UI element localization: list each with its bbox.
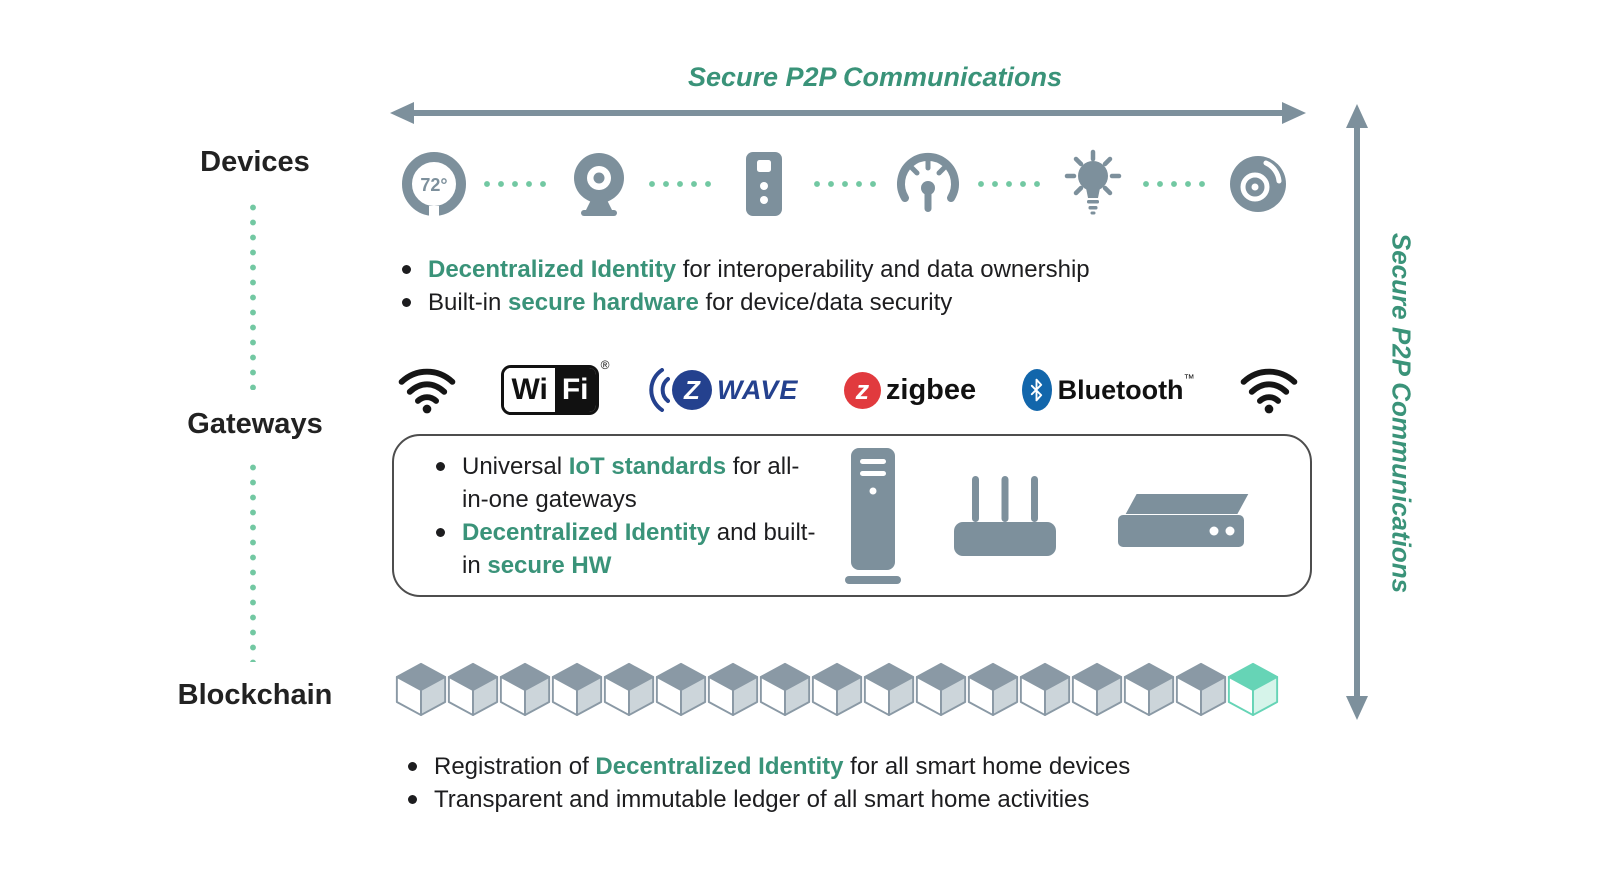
server-tower-icon: [728, 148, 800, 220]
bullet-text: Transparent and immutable ledger of all …: [434, 786, 1090, 813]
bullet-dot: [436, 461, 445, 471]
blockchain-cube: [756, 661, 814, 717]
bullet-item: Universal IoT standards for all-in-one g…: [436, 450, 821, 516]
blockchain-cube: [964, 661, 1022, 717]
bullet-dot: [402, 265, 411, 274]
wifi-logo-wi: Wi: [504, 368, 555, 412]
z-wave-arcs-icon: [649, 368, 670, 412]
bullet-text: Decentralized Identity for interoperabil…: [428, 256, 1090, 283]
right-arrow-label: Secure P2P Communications: [1372, 105, 1430, 720]
wifi-logo: Wi Fi ®: [501, 358, 610, 415]
wifi-logo-fi: Fi: [554, 368, 596, 412]
bullet-text: Registration of Decentralized Identity f…: [434, 753, 1131, 780]
bluetooth-rune-badge: [1021, 369, 1052, 411]
zigbee-z: z: [855, 374, 870, 405]
gauge-icon: [892, 148, 964, 220]
bullet-dot: [408, 762, 417, 771]
gateway-box: Universal IoT standards for all-in-one g…: [392, 434, 1312, 597]
blockchain-cube: [1120, 661, 1178, 717]
blockchain-cube: [704, 661, 762, 717]
trademark-mark: ™: [1183, 373, 1195, 385]
webcam-icon: [563, 148, 635, 220]
zigbee-wordmark: zigbee: [885, 373, 977, 406]
row-label-gateways: Gateways: [187, 408, 323, 440]
row-label-devices: Devices: [200, 146, 310, 178]
wifi-signal-icon: [1240, 365, 1298, 415]
horizontal-double-arrow: [390, 102, 1306, 124]
blockchain-cube: [496, 661, 554, 717]
blockchain-cube: [1016, 661, 1074, 717]
bullet-item: Transparent and immutable ledger of all …: [408, 783, 1268, 816]
gateway-bullets: Universal IoT standards for all-in-one g…: [436, 450, 821, 582]
blockchain-cube: [444, 661, 502, 717]
dotted-connector: [1139, 181, 1212, 187]
devices-bullets: Decentralized Identity for interoperabil…: [402, 253, 1222, 319]
blockchain-bullets: Registration of Decentralized Identity f…: [408, 750, 1268, 816]
bullet-text: Universal IoT standards for all-in-one g…: [462, 452, 800, 513]
dotted-line-vertical: [250, 200, 256, 390]
dotted-connector: [480, 181, 553, 187]
blockchain-cube: [912, 661, 970, 717]
bullet-item: Decentralized Identity for interoperabil…: [402, 253, 1222, 286]
zigbee-logo: z zigbee: [843, 371, 977, 409]
blockchain-cube: [548, 661, 606, 717]
router-icon: [949, 470, 1061, 562]
gateway-box-icons: [821, 436, 1276, 595]
row-label-blockchain: Blockchain: [177, 679, 333, 711]
registered-mark: ®: [600, 358, 610, 372]
dotted-connector: [644, 181, 718, 187]
dotted-connector: [974, 181, 1048, 187]
bluetooth-logo: Bluetooth ™: [1021, 369, 1195, 411]
set-top-box-icon: [1110, 477, 1252, 555]
devices-icon-row: [398, 147, 1294, 221]
bullet-dot: [436, 527, 445, 537]
tower-pc-icon: [845, 446, 901, 586]
zigbee-z-badge: z: [843, 371, 881, 409]
blockchain-cube: [808, 661, 866, 717]
blockchain-cube: [1172, 661, 1230, 717]
bullet-item: Registration of Decentralized Identity f…: [408, 750, 1268, 783]
dotted-connector: [809, 181, 883, 187]
z-wave-z: Z: [683, 374, 700, 405]
vertical-double-arrow: [1346, 104, 1368, 720]
bullet-dot: [402, 298, 411, 307]
thermostat-icon: [398, 148, 470, 220]
blockchain-cube: [392, 661, 450, 717]
bluetooth-rune-icon: [1030, 378, 1043, 402]
bullet-text: Built-in secure hardware for device/data…: [428, 289, 953, 316]
blockchain-cube-row: [392, 661, 1282, 717]
bullet-text: Decentralized Identity and built-in secu…: [462, 518, 816, 579]
bullet-item: Built-in secure hardware for device/data…: [402, 286, 1222, 319]
lightbulb-icon: [1057, 148, 1129, 220]
wifi-signal-icon: [398, 365, 456, 415]
z-wave-z-badge: Z: [671, 370, 712, 410]
z-wave-wordmark: WAVE: [716, 374, 799, 405]
bullet-dot: [408, 795, 417, 804]
blockchain-cube: [1068, 661, 1126, 717]
protocol-row: Wi Fi ® Z WAVE z zigbee: [398, 358, 1298, 420]
z-wave-logo: Z WAVE: [644, 368, 799, 412]
blockchain-cube: [860, 661, 918, 717]
right-arrow-label-text: Secure P2P Communications: [1386, 232, 1417, 593]
bullet-item: Decentralized Identity and built-in secu…: [436, 516, 821, 582]
blockchain-cube: [652, 661, 710, 717]
smoke-detector-icon: [1222, 148, 1294, 220]
bluetooth-wordmark: Bluetooth: [1057, 374, 1184, 405]
blockchain-cube-highlight: [1224, 661, 1282, 717]
blockchain-cube: [600, 661, 658, 717]
dotted-line-vertical: [250, 460, 256, 662]
top-arrow-label: Secure P2P Communications: [687, 62, 1063, 92]
